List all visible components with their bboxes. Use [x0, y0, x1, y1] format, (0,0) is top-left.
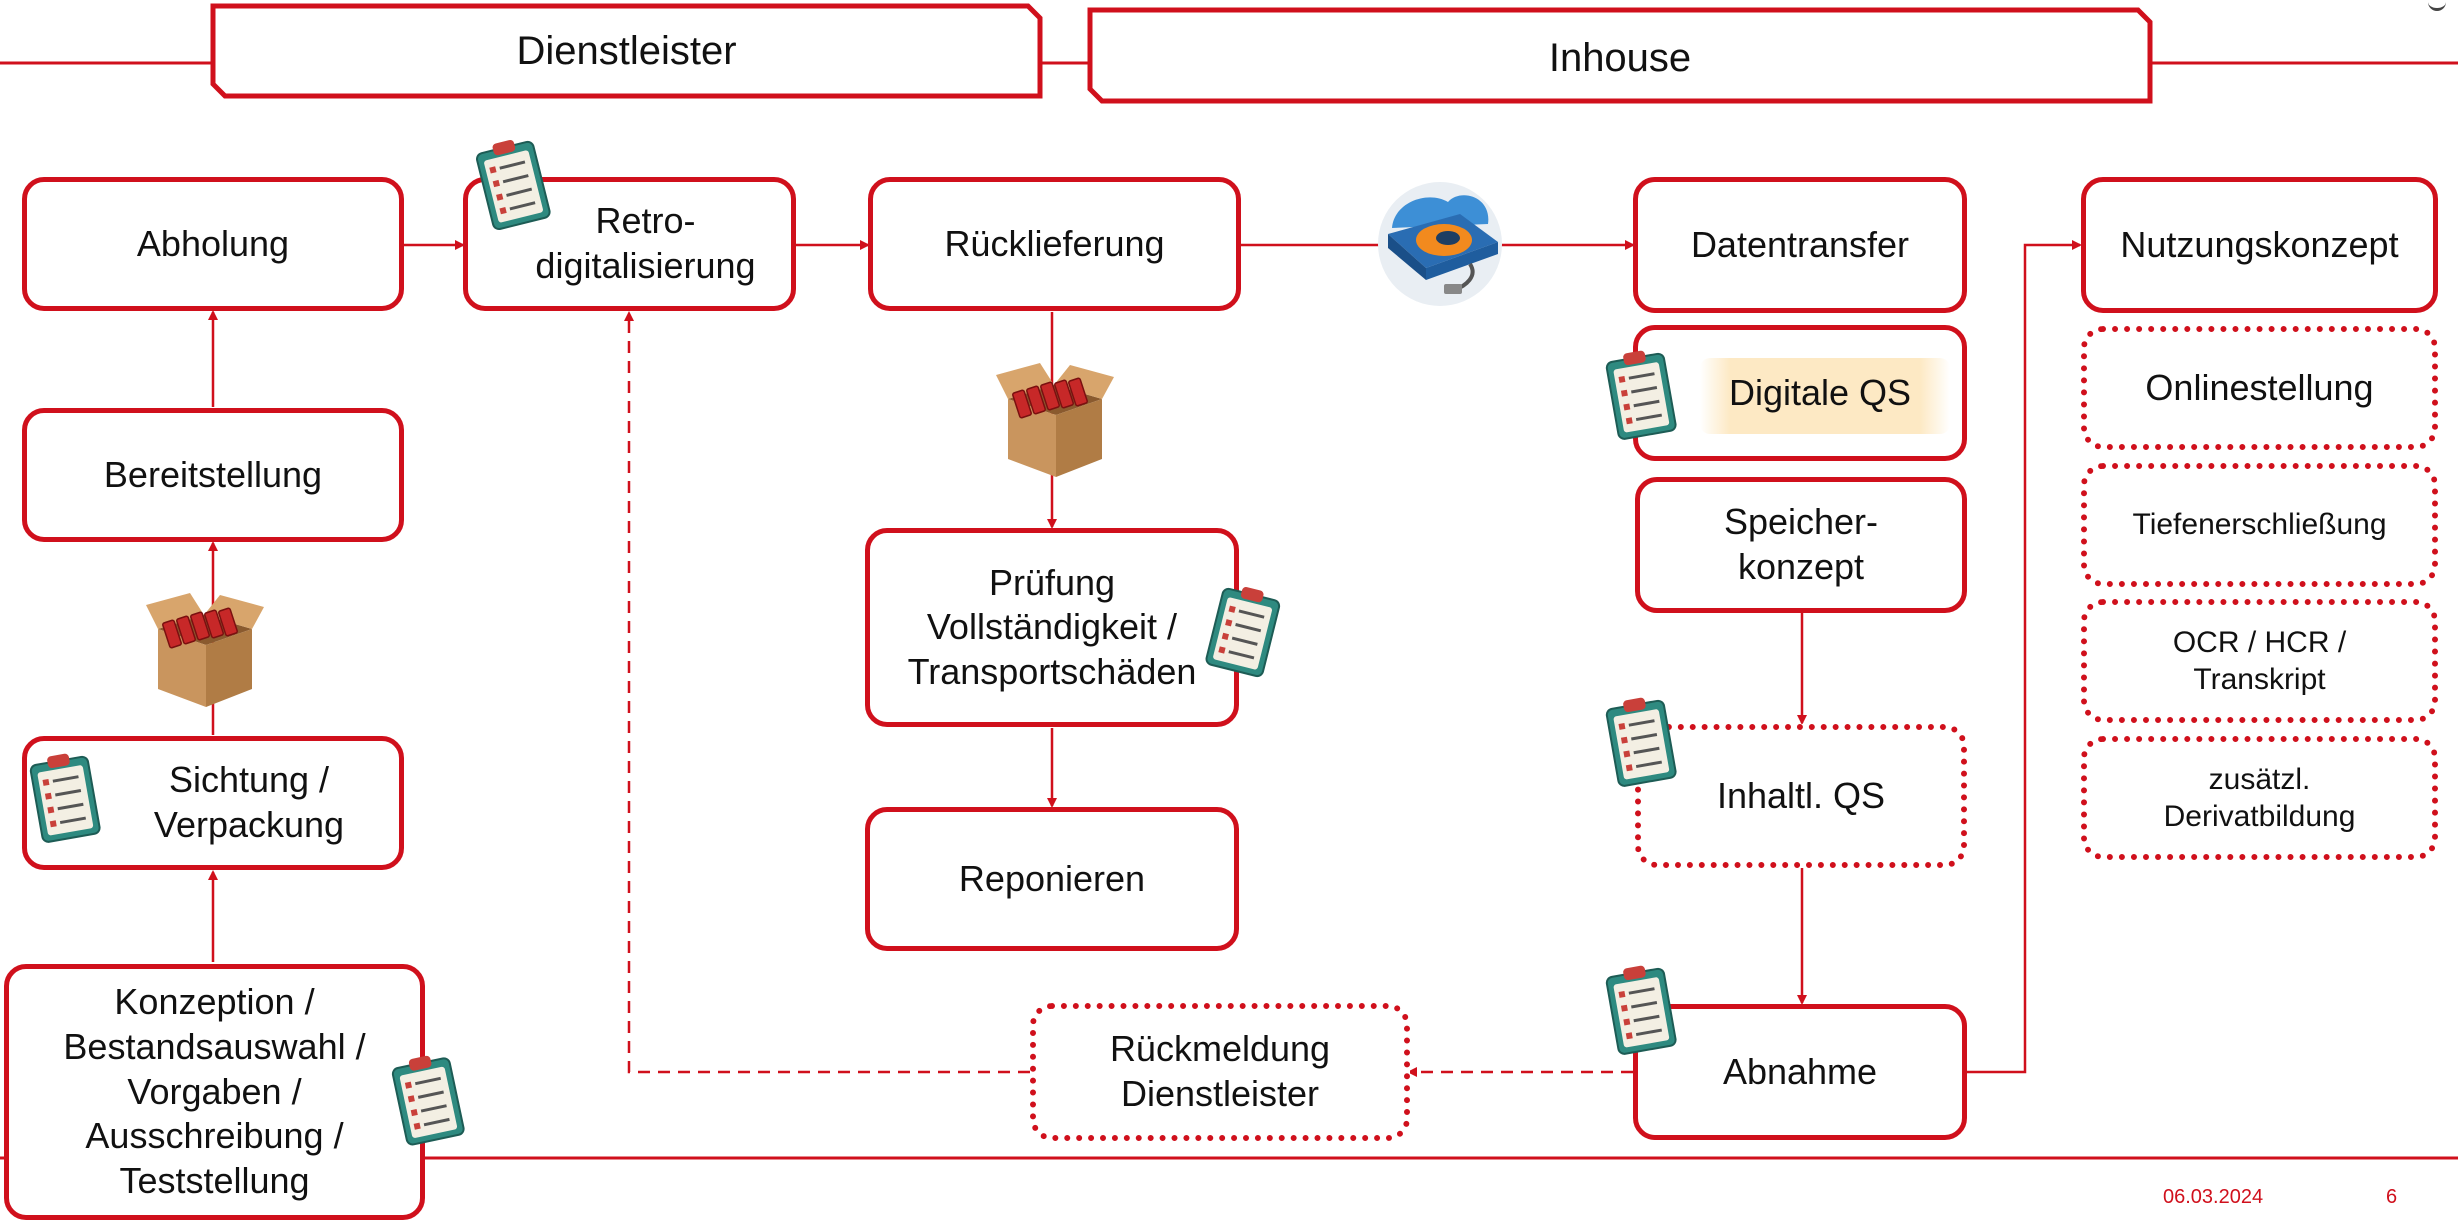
node-onlinestellung-label: Onlinestellung [2145, 366, 2374, 408]
node-ruecklieferung-label: Rücklieferung [944, 222, 1165, 264]
clipboard-checklist-icon [1205, 587, 1281, 678]
node-reponieren-label: Reponieren [958, 857, 1146, 899]
arrow-rueckmeldung-retro [624, 311, 1030, 1074]
node-bereitstellung: Bereitstellung [22, 408, 404, 542]
node-datentransfer: Datentransfer [1633, 177, 1967, 313]
node-abnahme-label: Abnahme [1722, 1050, 1878, 1092]
node-konzeption: Konzeption / Bestandsauswahl / Vorgaben … [4, 964, 425, 1220]
footer-page-number: 6 [2386, 1186, 2398, 1208]
node-rueckmeldung: Rückmeldung Dienstleister [1030, 1003, 1410, 1141]
archive-box-icon [996, 363, 1114, 477]
node-retro-label: Retro- digitalisierung [535, 200, 756, 286]
corner-mark-icon [2428, 0, 2446, 11]
node-inhaltl-qs-label: Inhaltl. QS [1716, 774, 1886, 816]
node-sichtung-label: Sichtung / Verpackung [153, 759, 345, 845]
node-datentransfer-label: Datentransfer [1690, 223, 1910, 265]
clipboard-checklist-icon [29, 753, 101, 843]
arrow-abnahme-nutzungskonzept [1965, 240, 2082, 1074]
node-konzeption-label: Konzeption / Bestandsauswahl / Vorgaben … [63, 981, 366, 1201]
clipboard-checklist-icon [1605, 350, 1677, 440]
node-abnahme: Abnahme [1633, 1004, 1967, 1140]
hard-drive-icon [1378, 182, 1502, 306]
header-shape-left [210, 3, 1043, 99]
node-nutzungskonzept-label: Nutzungskonzept [2120, 223, 2399, 265]
node-rueckmeldung-label: Rückmeldung Dienstleister [1109, 1028, 1331, 1114]
node-derivatbildung: zusätzl. Derivatbildung [2081, 736, 2438, 860]
clipboard-checklist-icon [391, 1055, 465, 1146]
archive-box-icon [146, 593, 264, 707]
header-dienstleister: Dienstleister [516, 28, 737, 73]
clipboard-checklist-icon [1605, 697, 1677, 787]
node-ruecklieferung: Rücklieferung [868, 177, 1241, 311]
header-shape-right [1087, 7, 2153, 104]
node-speicherkonzept: Speicher- konzept [1635, 477, 1967, 613]
header-inhouse: Inhouse [1548, 35, 1692, 80]
node-digitale-qs-label: Digitale QS [1728, 371, 1912, 413]
node-onlinestellung: Onlinestellung [2081, 326, 2438, 450]
node-reponieren: Reponieren [865, 807, 1239, 951]
node-pruefung-label: Prüfung Vollständigkeit / Transportschäd… [907, 561, 1197, 692]
clipboard-checklist-icon [476, 139, 551, 231]
node-abholung: Abholung [22, 177, 404, 311]
node-derivate-label: zusätzl. Derivatbildung [2163, 762, 2356, 833]
clipboard-checklist-icon [1605, 965, 1677, 1055]
node-abholung-label: Abholung [136, 222, 290, 264]
digitale-qs-highlight [1700, 358, 1950, 434]
node-ocr-label: OCR / HCR / Transkript [2172, 625, 2347, 696]
node-ocr: OCR / HCR / Transkript [2081, 599, 2438, 723]
node-inhaltl-qs: Inhaltl. QS [1635, 724, 1967, 868]
node-tiefenerschliessung-label: Tiefenerschließung [2132, 508, 2387, 542]
node-nutzungskonzept: Nutzungskonzept [2081, 177, 2438, 313]
footer-date: 06.03.2024 [2163, 1186, 2264, 1208]
node-tiefenerschliessung: Tiefenerschließung [2081, 463, 2438, 587]
node-speicher-label: Speicher- konzept [1723, 501, 1879, 587]
node-bereitstellung-label: Bereitstellung [103, 453, 323, 495]
node-pruefung: Prüfung Vollständigkeit / Transportschäd… [865, 528, 1239, 727]
